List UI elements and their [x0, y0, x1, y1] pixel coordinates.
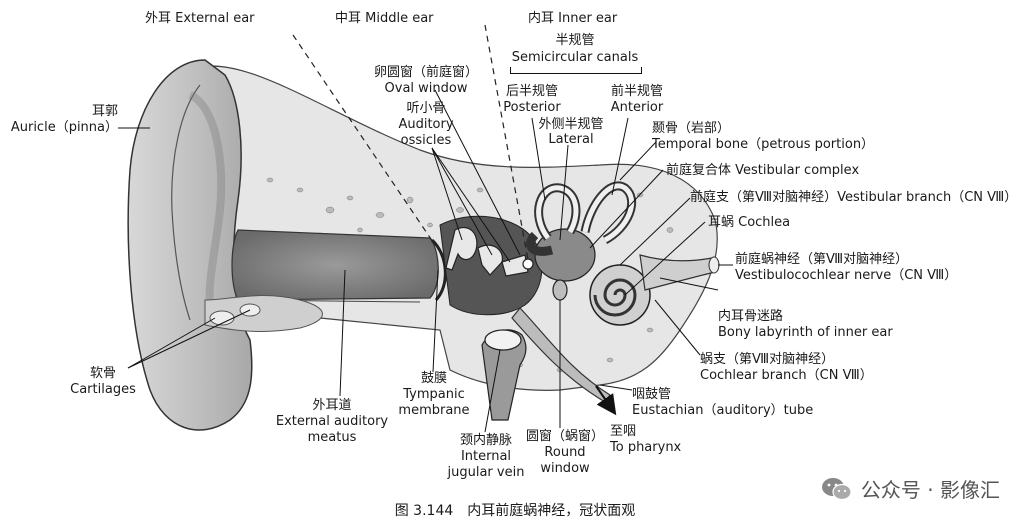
label-cartilage-en: Cartilages: [70, 382, 136, 397]
cochlea: [589, 264, 651, 326]
label-cochlear-branch-cn: 蜗支（第Ⅷ对脑神经）: [700, 352, 835, 367]
label-eustachian-en: Eustachian（auditory）tube: [632, 403, 814, 418]
region-inner-ear: 内耳 Inner ear: [528, 11, 618, 26]
label-cochlear-branch-en: Cochlear branch（CN Ⅷ）: [700, 368, 873, 383]
tympanic-membrane: [430, 238, 447, 302]
label-round-en1: Round: [544, 445, 586, 460]
label-tympanic-en2: membrane: [398, 403, 470, 418]
label-ossicles-en2: ossicles: [400, 133, 452, 148]
wechat-icon: [821, 477, 852, 500]
label-semicircular-en: Semicircular canals: [511, 50, 639, 65]
region-external-ear: 外耳 External ear: [145, 11, 255, 26]
watermark-text: 公众号 · 影像汇: [860, 478, 1000, 502]
label-anterior-en: Anterior: [610, 100, 664, 115]
vestibule: [534, 228, 596, 282]
divider-middle-inner: [484, 24, 529, 261]
label-round-cn: 圆窗（蜗窗）: [525, 429, 604, 444]
label-vcn-en: Vestibulocochlear nerve（CN Ⅷ）: [735, 268, 958, 283]
pharynx-arrow: [595, 385, 617, 416]
label-ossicles-en1: Auditory: [398, 117, 454, 132]
label-ossicles-cn: 听小骨: [406, 101, 446, 116]
label-tympanic-cn: 鼓膜: [420, 371, 447, 386]
cartilage: [188, 91, 226, 321]
label-lateral-en: Lateral: [548, 132, 594, 147]
label-anterior-cn: 前半规管: [610, 84, 663, 99]
leader-lines: [118, 89, 733, 433]
label-vcn-cn: 前庭蜗神经（第Ⅷ对脑神经）: [735, 252, 909, 267]
label-tympanic-en1: Tympanic: [403, 387, 465, 402]
label-vestibular-branch: 前庭支（第Ⅷ对脑神经）Vestibular branch（CN Ⅷ）: [690, 190, 1018, 205]
oval-window: [522, 258, 534, 270]
label-posterior-cn: 后半规管: [505, 84, 558, 99]
label-auricle-en: Auricle（pinna）: [10, 120, 118, 135]
label-bony-cn: 内耳骨迷路: [718, 309, 784, 324]
label-oval-en: Oval window: [384, 81, 468, 96]
label-meatus-en1: External auditory: [275, 414, 389, 429]
label-round-en2: window: [540, 461, 590, 476]
label-bony-en: Bony labyrinth of inner ear: [718, 325, 893, 340]
ossicles: [445, 227, 529, 277]
label-temporal-cn: 颞骨（岩部）: [652, 121, 731, 136]
label-temporal-en: Temporal bone（petrous portion）: [652, 137, 875, 152]
label-cochlea: 耳蜗 Cochlea: [708, 215, 791, 230]
external-canal: [231, 229, 439, 301]
label-jugular-en2: jugular vein: [447, 465, 525, 480]
label-semicircular-cn: 半规管: [555, 33, 595, 48]
semicircular-bracket: [510, 67, 642, 74]
label-vestibular-complex: 前庭复合体 Vestibular complex: [666, 163, 860, 178]
region-middle-ear: 中耳 Middle ear: [335, 11, 434, 26]
label-eustachian-cn: 咽鼓管: [632, 387, 672, 402]
label-auricle-cn: 耳郭: [91, 104, 118, 119]
round-window: [552, 279, 568, 301]
label-jugular-cn: 颈内静脉: [459, 433, 512, 448]
label-pharynx-en: To pharynx: [610, 440, 682, 455]
label-meatus-en2: meatus: [307, 430, 357, 445]
divider-external-middle: [292, 34, 436, 246]
label-cartilage-cn: 软骨: [89, 366, 116, 381]
label-oval-cn: 卵圆窗（前庭窗）: [373, 65, 478, 80]
label-pharynx-cn: 至咽: [610, 424, 637, 439]
label-posterior-en: Posterior: [503, 100, 561, 115]
watermark: 公众号 · 影像汇: [821, 474, 1000, 503]
label-jugular-en1: Internal: [460, 449, 512, 464]
figure-caption: 图 3.144 内耳前庭蜗神经，冠状面观: [394, 503, 636, 519]
label-meatus-cn: 外耳道: [312, 398, 352, 413]
auricle: [127, 59, 253, 431]
label-lateral-cn: 外侧半规管: [538, 117, 604, 132]
semicircular-canals-fill: [536, 183, 635, 243]
